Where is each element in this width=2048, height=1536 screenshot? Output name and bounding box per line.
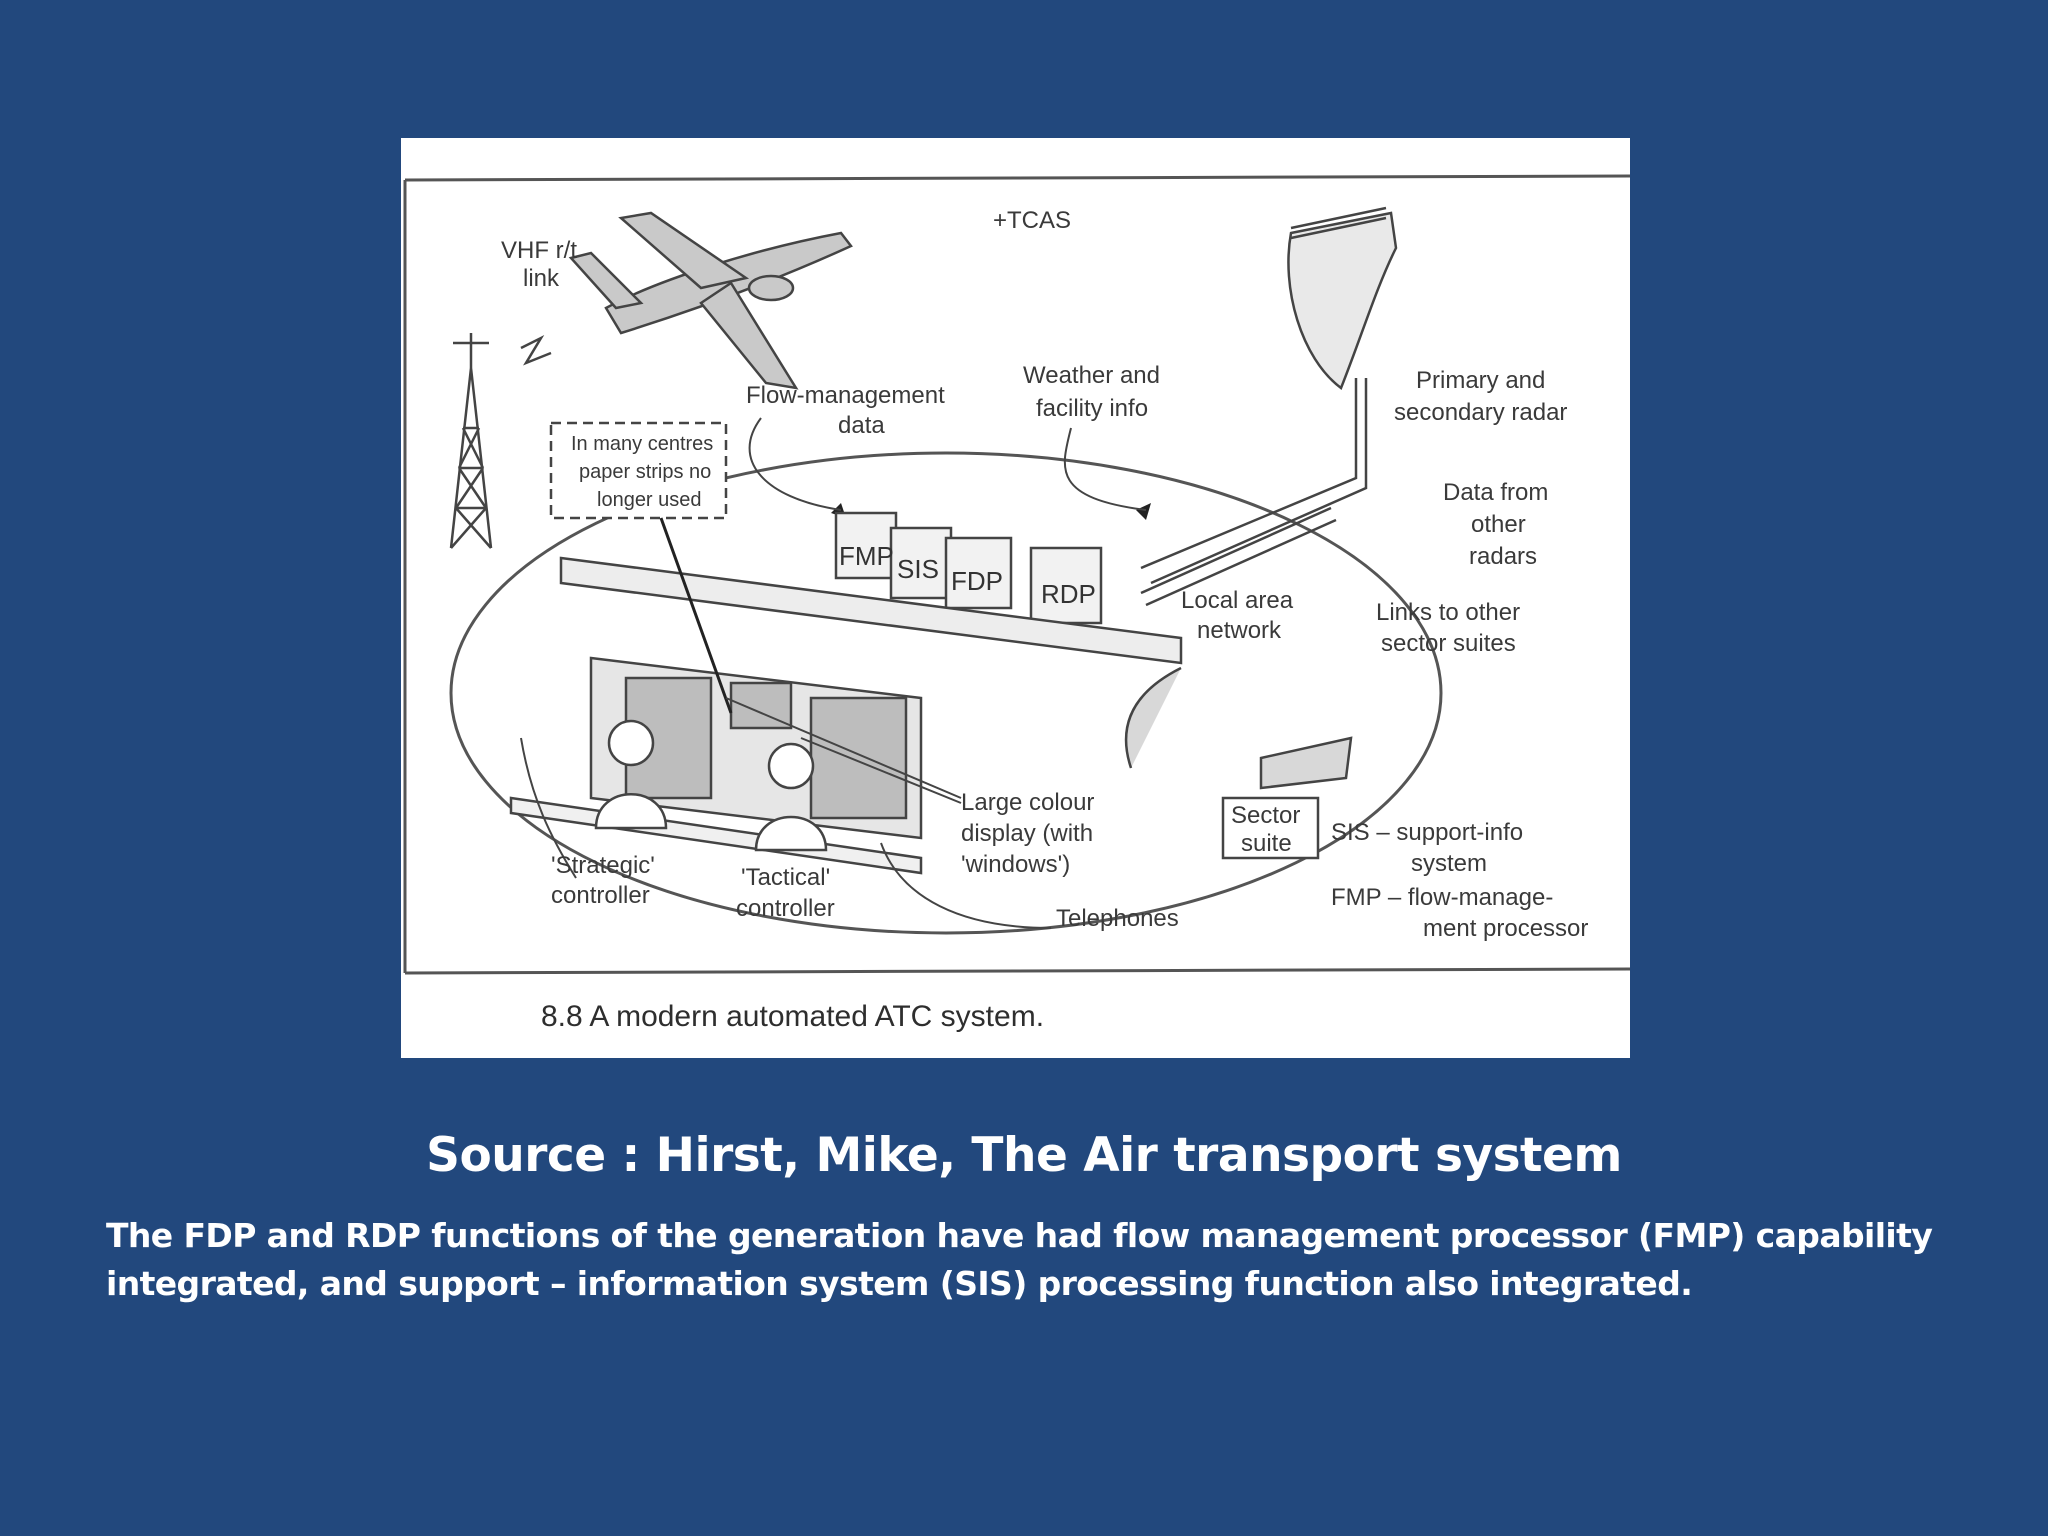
- room-ellipse: [449, 451, 1443, 935]
- leader-lines: [520, 697, 1052, 929]
- fmp-box: [834, 511, 898, 580]
- lan-label-line2: network: [1197, 617, 1282, 644]
- paper-strips-pointer: [659, 517, 733, 714]
- sis-key-line1: SIS – support-info: [1331, 819, 1523, 846]
- radar-feed-lines: [1140, 378, 1368, 607]
- sector-link-right: [1259, 736, 1353, 790]
- sis-box: [889, 526, 953, 600]
- flow-label-line2: data: [838, 412, 885, 439]
- fmp-label: FMP: [839, 541, 894, 571]
- tcas-label: +TCAS: [993, 207, 1071, 234]
- strategic-label-line2: controller: [551, 882, 650, 909]
- links-label-line1: Links to other: [1376, 599, 1520, 626]
- processor-boxes: [834, 511, 1103, 625]
- sector-suite-line2: suite: [1241, 830, 1292, 857]
- weather-label-line2: facility info: [1036, 395, 1148, 422]
- other-radars-line3: radars: [1469, 543, 1537, 570]
- radar-label-line1: Primary and: [1416, 367, 1545, 394]
- radar-label-line2: secondary radar: [1394, 399, 1567, 426]
- fdp-label: FDP: [951, 566, 1003, 596]
- vhf-label-line2: link: [523, 265, 560, 292]
- other-radars-line1: Data from: [1443, 479, 1548, 506]
- aircraft-icon: [568, 211, 853, 390]
- radio-tower-icon: [449, 333, 552, 549]
- rdp-label: RDP: [1041, 579, 1096, 609]
- tactical-label-line2: controller: [736, 895, 835, 922]
- strategic-label-line1: 'Strategic': [551, 852, 655, 879]
- paper-strips-line3: longer used: [597, 489, 702, 511]
- other-radars-line2: other: [1471, 511, 1526, 538]
- large-display-line3: 'windows'): [961, 851, 1070, 878]
- fmp-key-line1: FMP – flow-manage-: [1331, 884, 1553, 911]
- flow-arrow-line: [748, 417, 842, 511]
- flow-label-line1: Flow-management: [746, 382, 945, 409]
- description-text: The FDP and RDP functions of the generat…: [106, 1216, 1933, 1303]
- vhf-label-line1: VHF r/t: [501, 237, 577, 264]
- sis-key-line2: system: [1411, 850, 1487, 877]
- weather-arrow-line: [1063, 427, 1147, 511]
- links-label-line2: sector suites: [1381, 630, 1516, 657]
- large-display-line1: Large colour: [961, 789, 1094, 816]
- sis-label: SIS: [897, 554, 939, 584]
- fmp-key-line2: ment processor: [1423, 915, 1588, 942]
- figure-caption: 8.8 A modern automated ATC system.: [541, 1000, 1044, 1033]
- paper-strips-line2: paper strips no: [579, 461, 711, 483]
- lan-bar: [559, 556, 1183, 665]
- controller-silhouettes: [594, 719, 828, 852]
- weather-label-line1: Weather and: [1023, 362, 1160, 389]
- frame-bottom-line: [404, 967, 1630, 975]
- sector-link-left: [1124, 666, 1182, 769]
- tactical-label-line1: 'Tactical': [741, 864, 830, 891]
- telephones-label: Telephones: [1056, 905, 1179, 932]
- radar-antenna-icon: [1287, 206, 1398, 390]
- source-line: Source : Hirst, Mike, The Air transport …: [426, 1128, 1622, 1183]
- sector-suite-line1: Sector: [1231, 802, 1300, 829]
- large-display-line2: display (with: [961, 820, 1093, 847]
- paper-strips-box: [549, 421, 728, 520]
- fdp-box: [944, 536, 1013, 610]
- frame-top-line: [404, 174, 1630, 182]
- console-display: [509, 656, 923, 875]
- paper-strips-line1: In many centres: [571, 433, 713, 455]
- lan-label-line1: Local area: [1181, 587, 1294, 614]
- atc-system-figure: FMP SIS FDP RDP VHF r/t link +TCAS Flow-…: [401, 138, 1630, 1058]
- atc-diagram: FMP SIS FDP RDP VHF r/t link +TCAS Flow-…: [403, 174, 1630, 1033]
- sector-suite-box: [1221, 796, 1320, 860]
